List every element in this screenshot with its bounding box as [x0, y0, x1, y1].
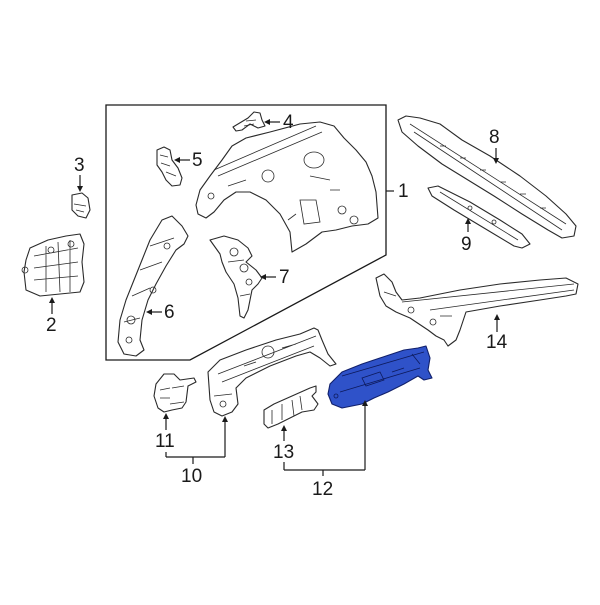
part-8[interactable]: [397, 115, 577, 239]
callout-5: 5: [192, 150, 203, 171]
part-4[interactable]: [232, 111, 280, 132]
callout-12: 12: [312, 479, 334, 500]
part-5[interactable]: [156, 146, 190, 187]
part-12-highlighted[interactable]: [327, 345, 433, 470]
part-3[interactable]: [71, 175, 91, 219]
part-6[interactable]: [117, 215, 189, 357]
group-12-bracket: [283, 462, 365, 476]
part-11[interactable]: [153, 373, 197, 430]
callout-8: 8: [489, 127, 500, 148]
callout-6: 6: [164, 302, 175, 323]
callout-2: 2: [46, 315, 57, 336]
callout-13: 13: [273, 442, 295, 463]
group-1-frame: [105, 104, 394, 361]
callout-14: 14: [486, 332, 508, 353]
part-9[interactable]: [427, 185, 531, 249]
callout-1: 1: [398, 181, 409, 202]
callout-7: 7: [279, 267, 290, 288]
callout-4: 4: [283, 112, 294, 133]
part-13[interactable]: [263, 385, 319, 441]
callout-11: 11: [155, 431, 175, 452]
group-10-bracket: [165, 452, 225, 464]
callout-3: 3: [74, 155, 85, 176]
part-2[interactable]: [21, 233, 85, 314]
callout-9: 9: [461, 234, 472, 255]
part-14[interactable]: [375, 273, 579, 347]
part-10-dash-panel[interactable]: [207, 327, 337, 457]
callout-10: 10: [181, 466, 203, 487]
part-1-wheelhouse[interactable]: [195, 121, 379, 253]
part-7[interactable]: [209, 235, 276, 319]
